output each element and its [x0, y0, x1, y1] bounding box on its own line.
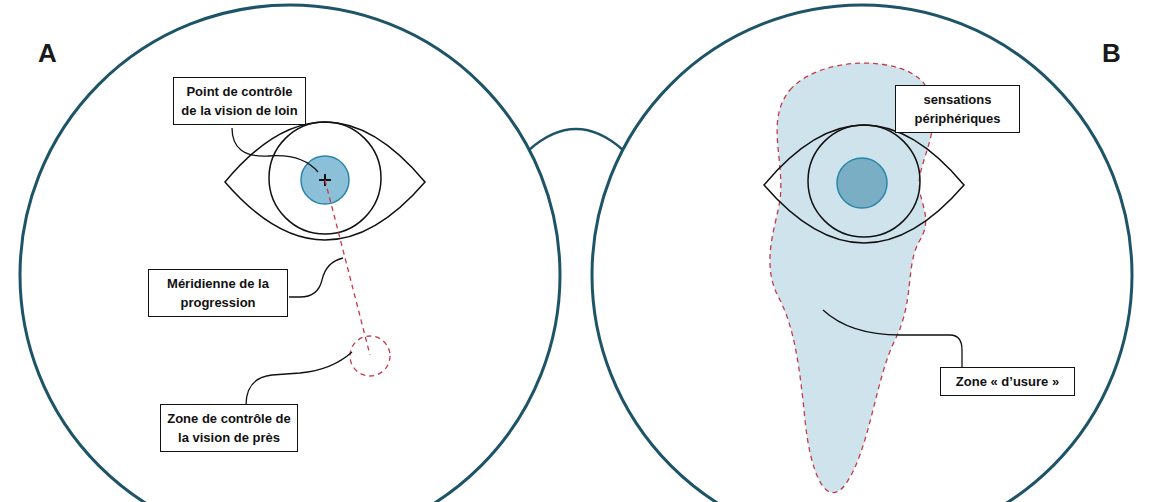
leader-line — [823, 310, 962, 367]
right-eye — [764, 125, 964, 243]
callout-text: Point de contrôle de la vision de loin — [180, 82, 299, 120]
right-lens-frame — [592, 5, 1132, 502]
callout-text: Zone de contrôle de la vision de près — [167, 409, 291, 447]
frame-bridge — [529, 129, 623, 150]
left-lens-frame — [20, 5, 560, 502]
callout-text: Zone « d’usure » — [947, 372, 1068, 391]
callout-box: Zone de contrôle de la vision de près — [160, 404, 298, 452]
lens-letter: A — [38, 38, 57, 69]
callout-box: sensations périphériques — [895, 85, 1020, 133]
callout-box: Point de contrôle de la vision de loin — [173, 77, 306, 125]
leader-line — [289, 258, 343, 297]
callout-text: Méridienne de la progression — [155, 274, 281, 312]
near-vision-zone — [350, 336, 390, 376]
callout-box: Méridienne de la progression — [148, 269, 288, 317]
callout-text: sensations périphériques — [902, 90, 1013, 128]
lens-letter: B — [1102, 38, 1121, 69]
leader-line — [232, 128, 318, 172]
progression-meridian — [325, 180, 370, 355]
callout-box: Zone « d’usure » — [940, 367, 1075, 396]
leader-line — [246, 352, 352, 405]
